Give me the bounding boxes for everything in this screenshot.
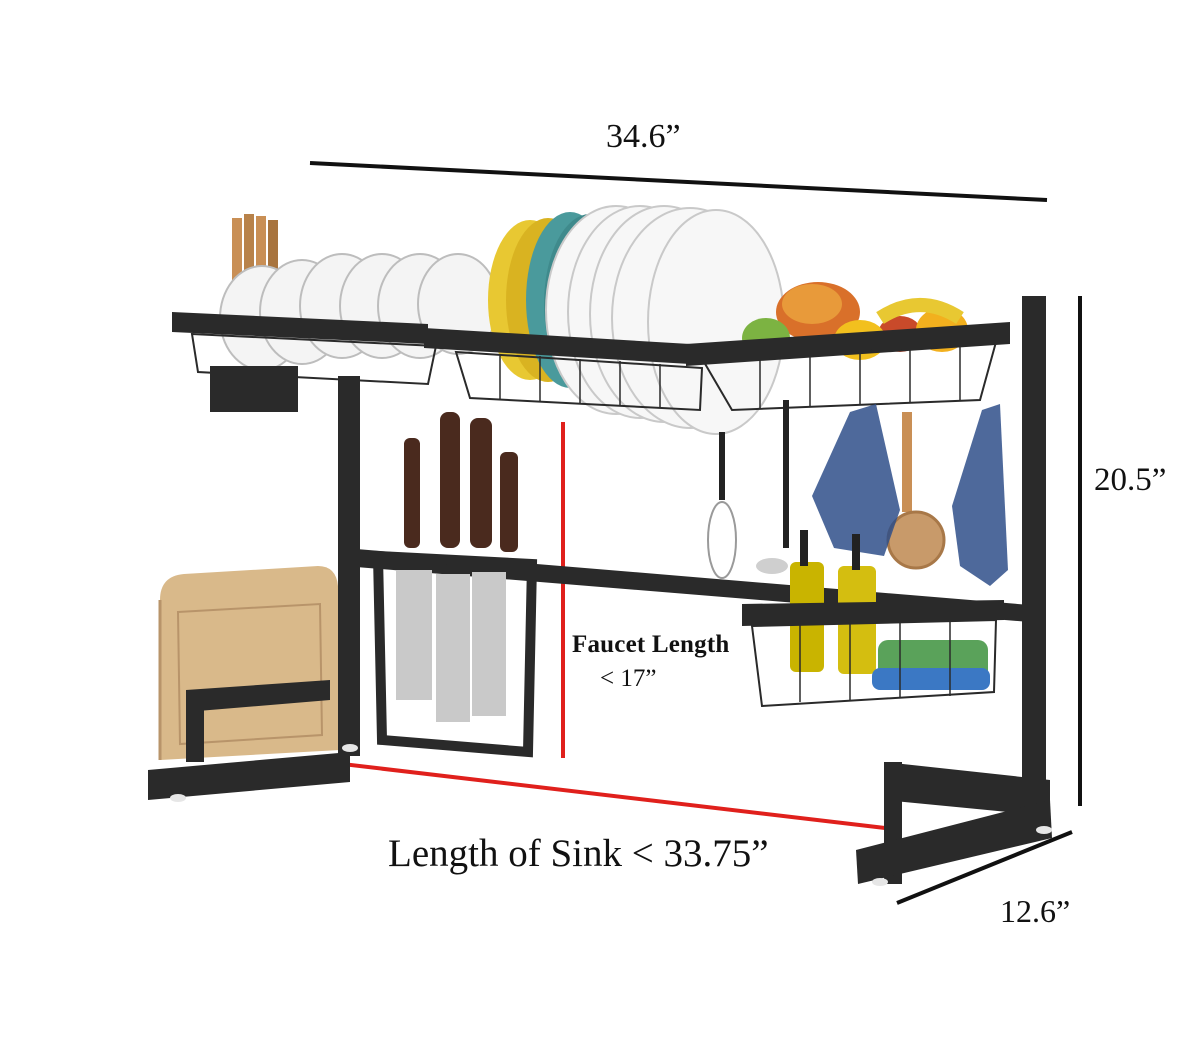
width-measure-line bbox=[309, 161, 1048, 202]
rubber-feet bbox=[170, 744, 1052, 886]
knife-holder bbox=[372, 412, 538, 758]
height-dimension-label: 20.5” bbox=[1094, 462, 1167, 498]
hanging-utensils bbox=[707, 400, 946, 579]
sink-length-label: Length of Sink < 33.75” bbox=[388, 832, 769, 875]
depth-dimension-label: 12.6” bbox=[1000, 893, 1071, 929]
plate-rack bbox=[424, 205, 785, 435]
lower-basket bbox=[742, 530, 1004, 708]
bowl-basket bbox=[172, 214, 499, 412]
fruit-basket bbox=[686, 282, 1010, 412]
cutting-board bbox=[158, 566, 340, 760]
sink-length-line bbox=[299, 757, 886, 830]
depth-measure-line bbox=[896, 830, 1073, 905]
width-dimension-label: 34.6” bbox=[606, 118, 681, 155]
faucet-length-label: Faucet Length bbox=[572, 631, 730, 658]
hanging-towel bbox=[812, 404, 1008, 586]
faucet-length-value: < 17” bbox=[600, 665, 657, 692]
